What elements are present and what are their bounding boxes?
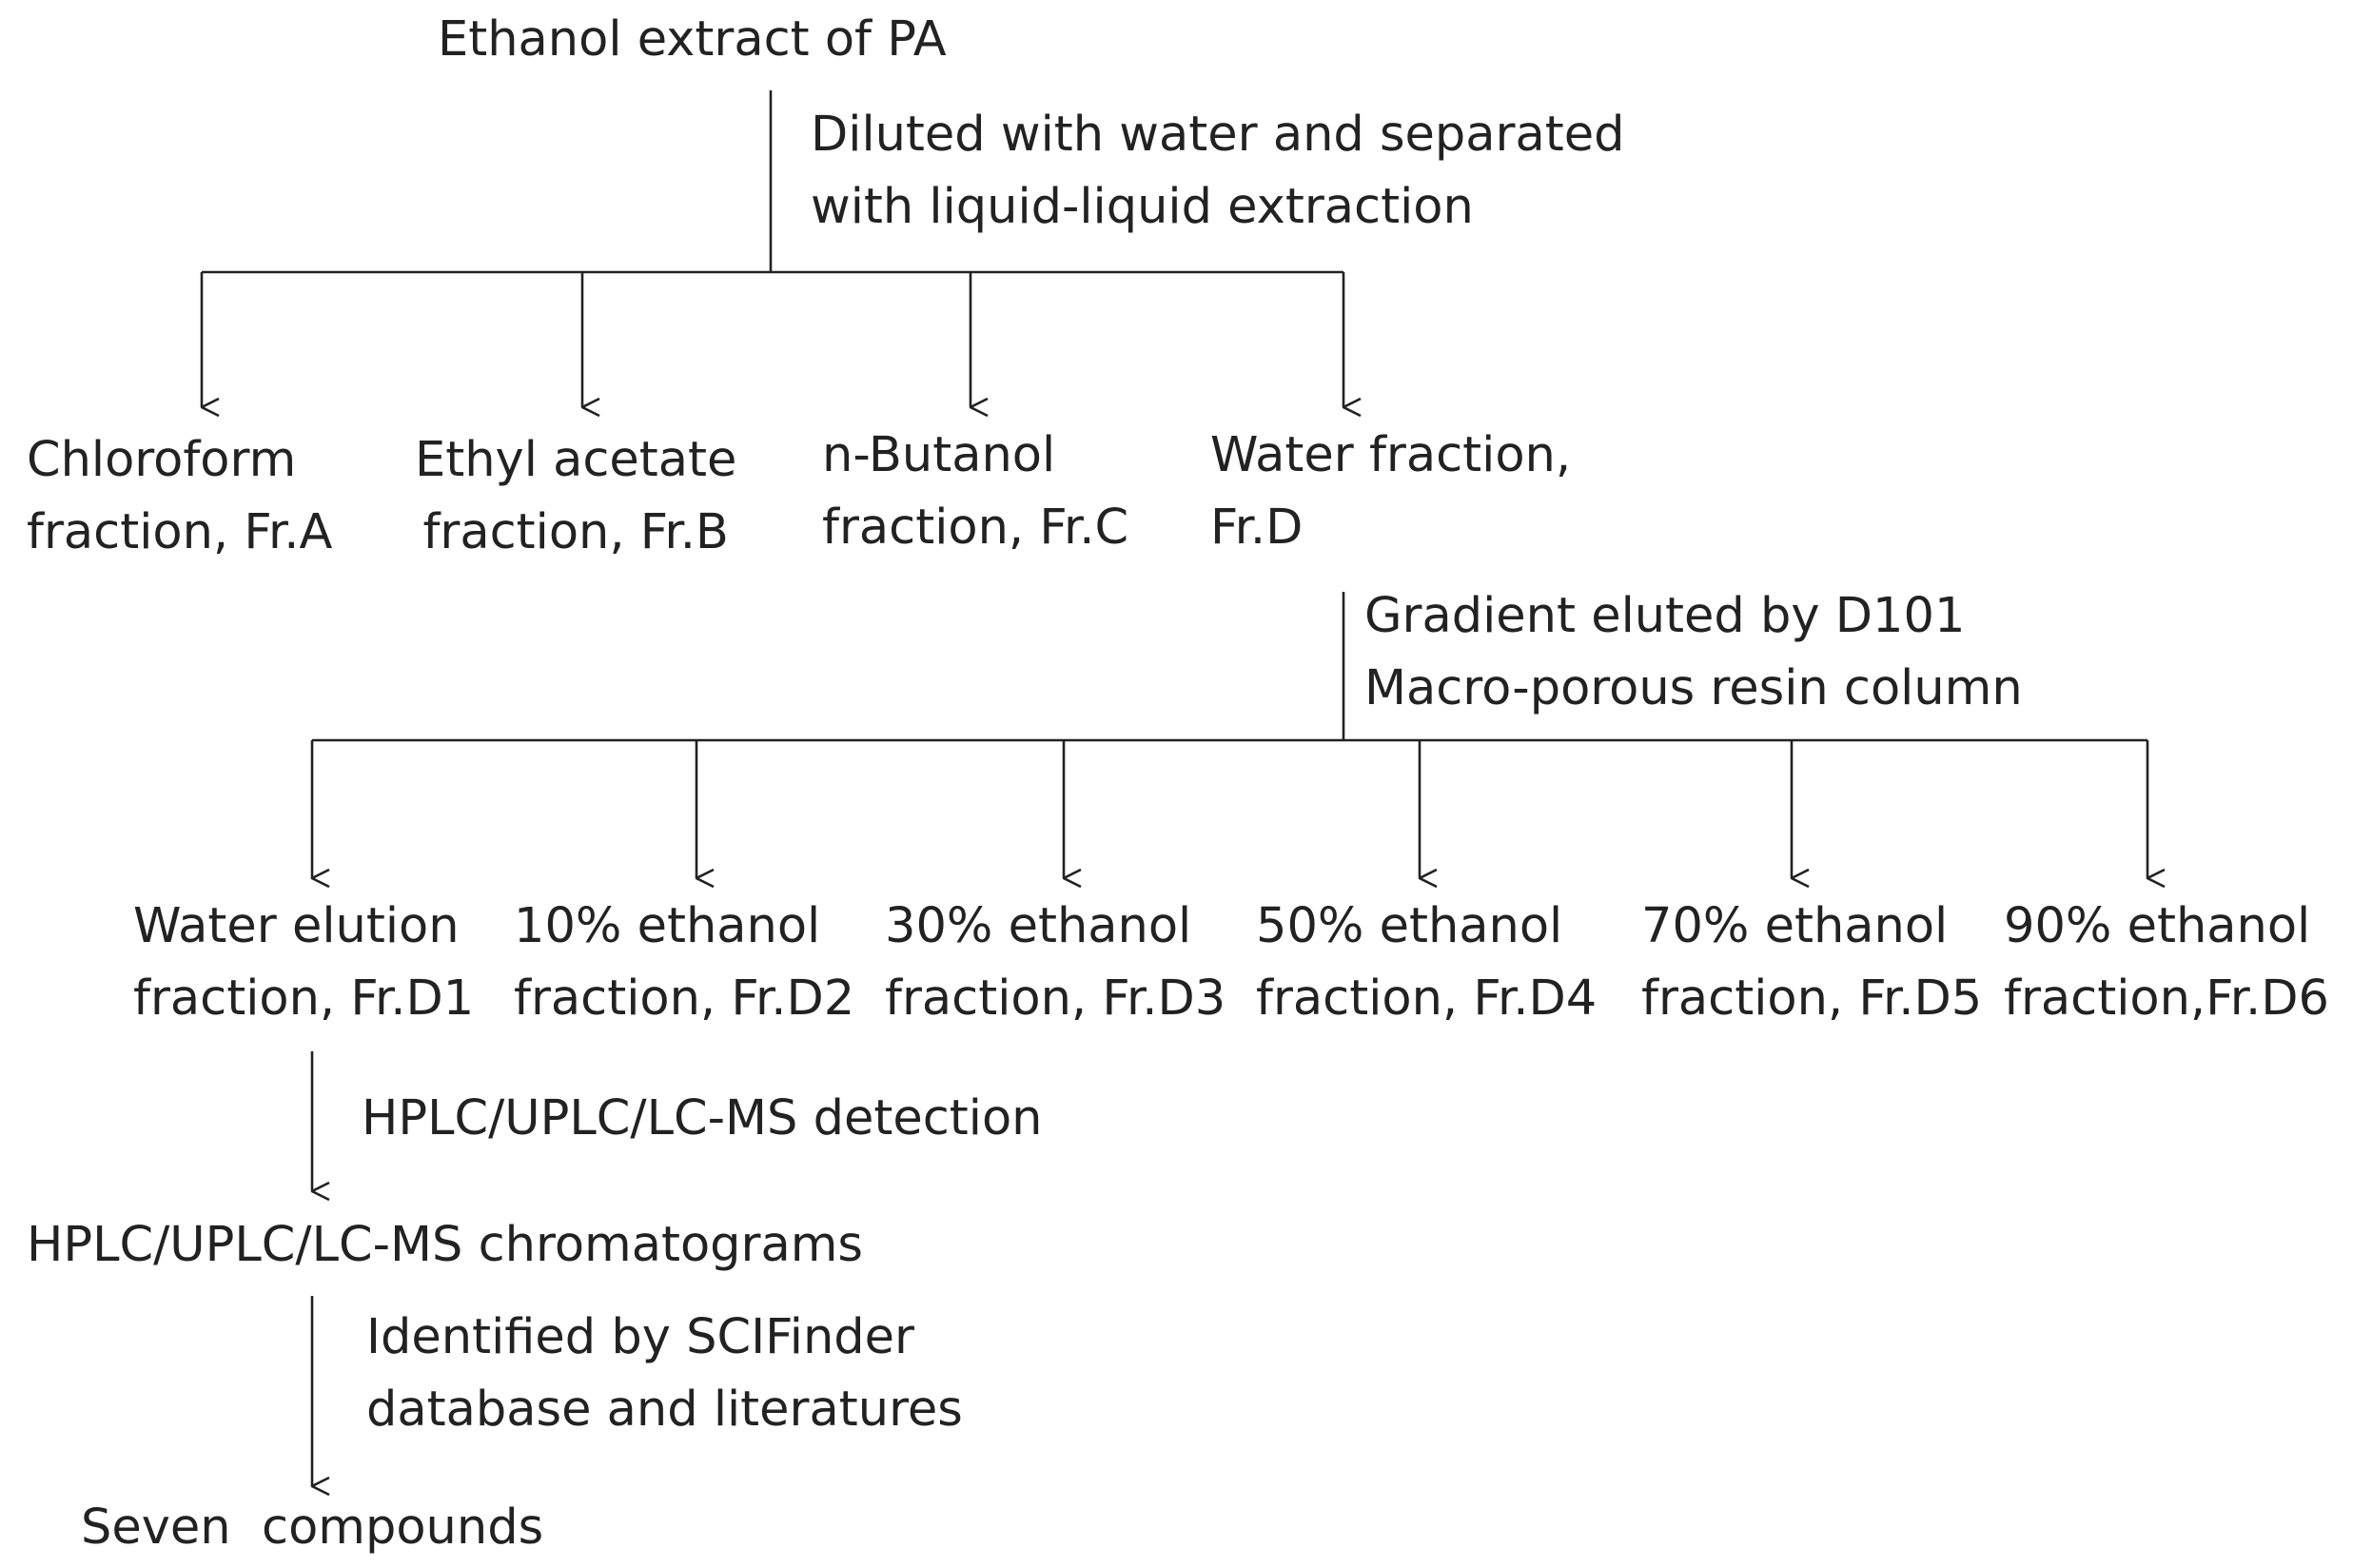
subfraction-d2-label: 10% ethanol fraction, Fr.D2 [514, 898, 855, 1027]
subfraction-d6-label: 90% ethanol fraction,Fr.D6 [2004, 898, 2329, 1027]
chromatograms-label: HPLC/UPLC/LC-MS chromatograms [27, 1217, 864, 1273]
subfraction-d1-label: Water elution fraction, Fr.D1 [133, 898, 475, 1027]
detection-step-label: HPLC/UPLC/LC-MS detection [362, 1090, 1043, 1147]
subfraction-d4-label: 50% ethanol fraction, Fr.D4 [1256, 898, 1598, 1027]
fraction-d-label: Water fraction, Fr.D [1210, 427, 1572, 556]
result-label: Seven compounds [81, 1499, 544, 1556]
resin-column-step-label: Gradient eluted by D101 Macro-porous res… [1364, 588, 2023, 716]
subfraction-d3-label: 30% ethanol fraction, Fr.D3 [885, 898, 1226, 1027]
subfraction-d5-label: 70% ethanol fraction, Fr.D5 [1641, 898, 1983, 1027]
identification-step-label: Identified by SCIFinder database and lit… [366, 1309, 963, 1438]
fraction-b-label: Ethyl acetate fraction, Fr.B [415, 432, 737, 560]
fraction-a-label: Chloroform fraction, Fr.A [27, 432, 333, 560]
root-node-label: Ethanol extract of PA [438, 11, 947, 68]
fraction-c-label: n-Butanol fraction, Fr.C [822, 427, 1129, 556]
extraction-step-label: Diluted with water and separated with li… [811, 107, 1625, 235]
